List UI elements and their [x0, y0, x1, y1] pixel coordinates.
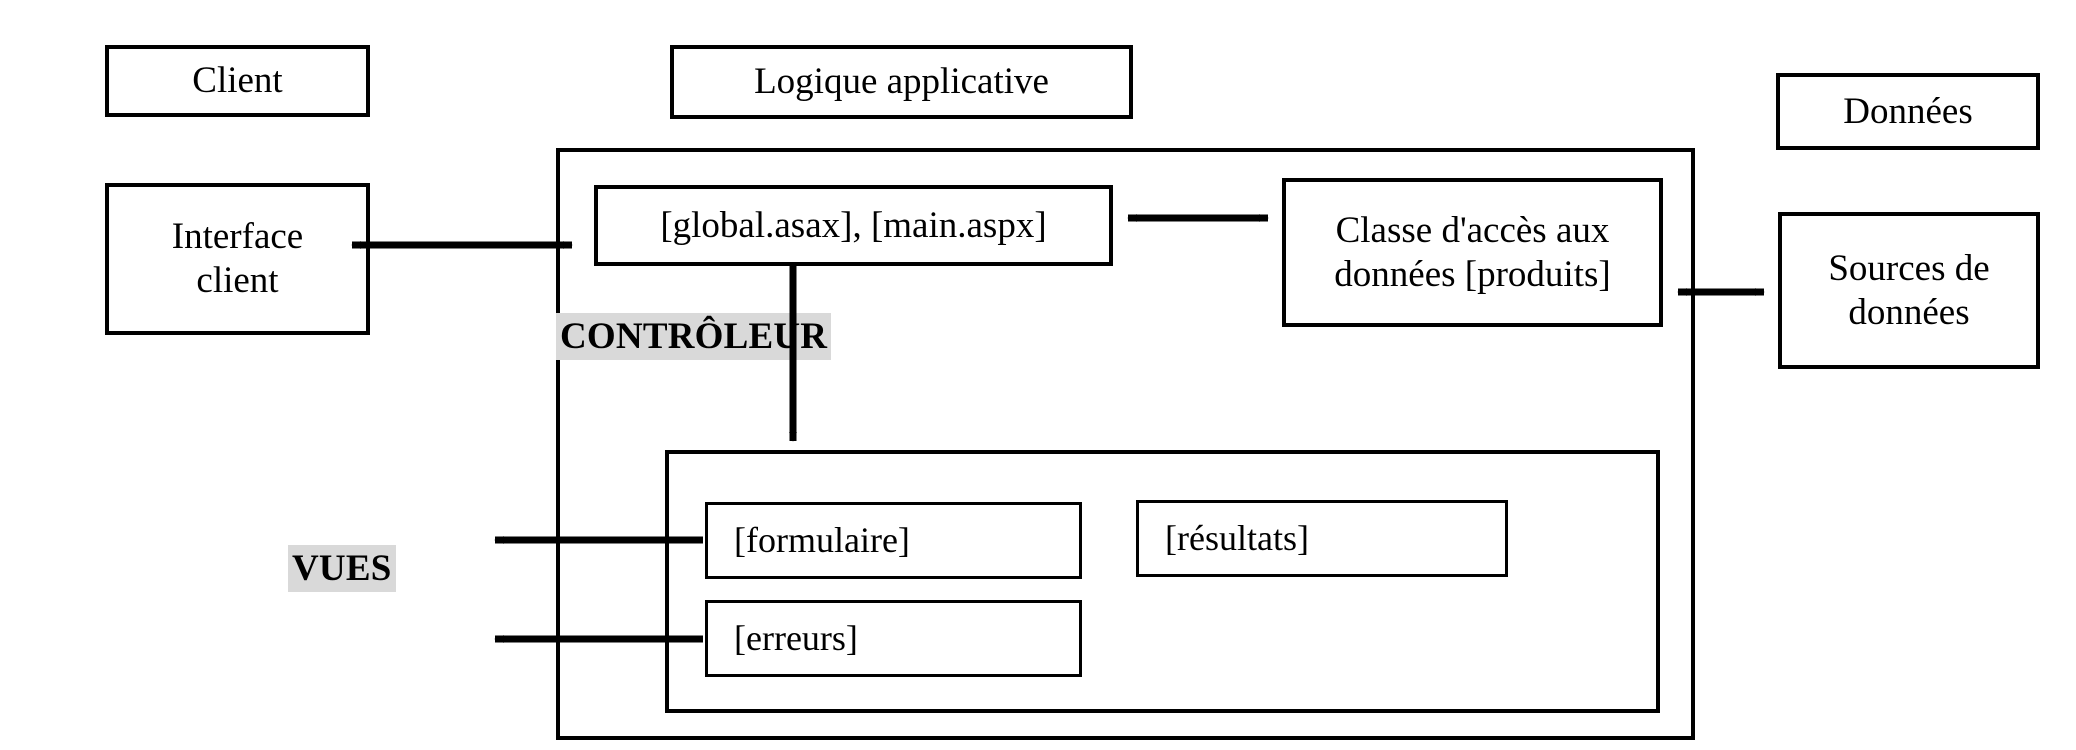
node-view-form-label: [formulaire]	[734, 520, 910, 561]
node-view-form: [formulaire]	[705, 502, 1082, 579]
tier-header-logic-label: Logique applicative	[754, 61, 1049, 103]
label-controller: CONTRÔLEUR	[556, 313, 832, 360]
tier-header-logic: Logique applicative	[670, 45, 1133, 119]
node-view-results-label: [résultats]	[1165, 518, 1309, 559]
node-view-errors-label: [erreurs]	[734, 618, 858, 659]
node-data-access-class: Classe d'accès aux données [produits]	[1282, 178, 1663, 327]
node-data-sources-label: Sources de données	[1828, 247, 1990, 333]
views-container	[665, 450, 1660, 713]
tier-header-data: Données	[1776, 73, 2040, 150]
label-views: VUES	[288, 545, 396, 592]
node-data-access-class-label: Classe d'accès aux données [produits]	[1334, 209, 1611, 295]
node-data-sources: Sources de données	[1778, 212, 2040, 369]
node-client-interface: Interface client	[105, 183, 370, 335]
node-view-errors: [erreurs]	[705, 600, 1082, 677]
application-logic-container	[556, 148, 1695, 740]
tier-header-client: Client	[105, 45, 370, 117]
node-controller-files: [global.asax], [main.aspx]	[594, 185, 1113, 266]
tier-header-data-label: Données	[1843, 90, 1973, 132]
node-controller-files-label: [global.asax], [main.aspx]	[660, 204, 1047, 246]
tier-header-client-label: Client	[192, 60, 283, 102]
node-view-results: [résultats]	[1136, 500, 1508, 577]
node-client-interface-label: Interface client	[171, 216, 304, 301]
